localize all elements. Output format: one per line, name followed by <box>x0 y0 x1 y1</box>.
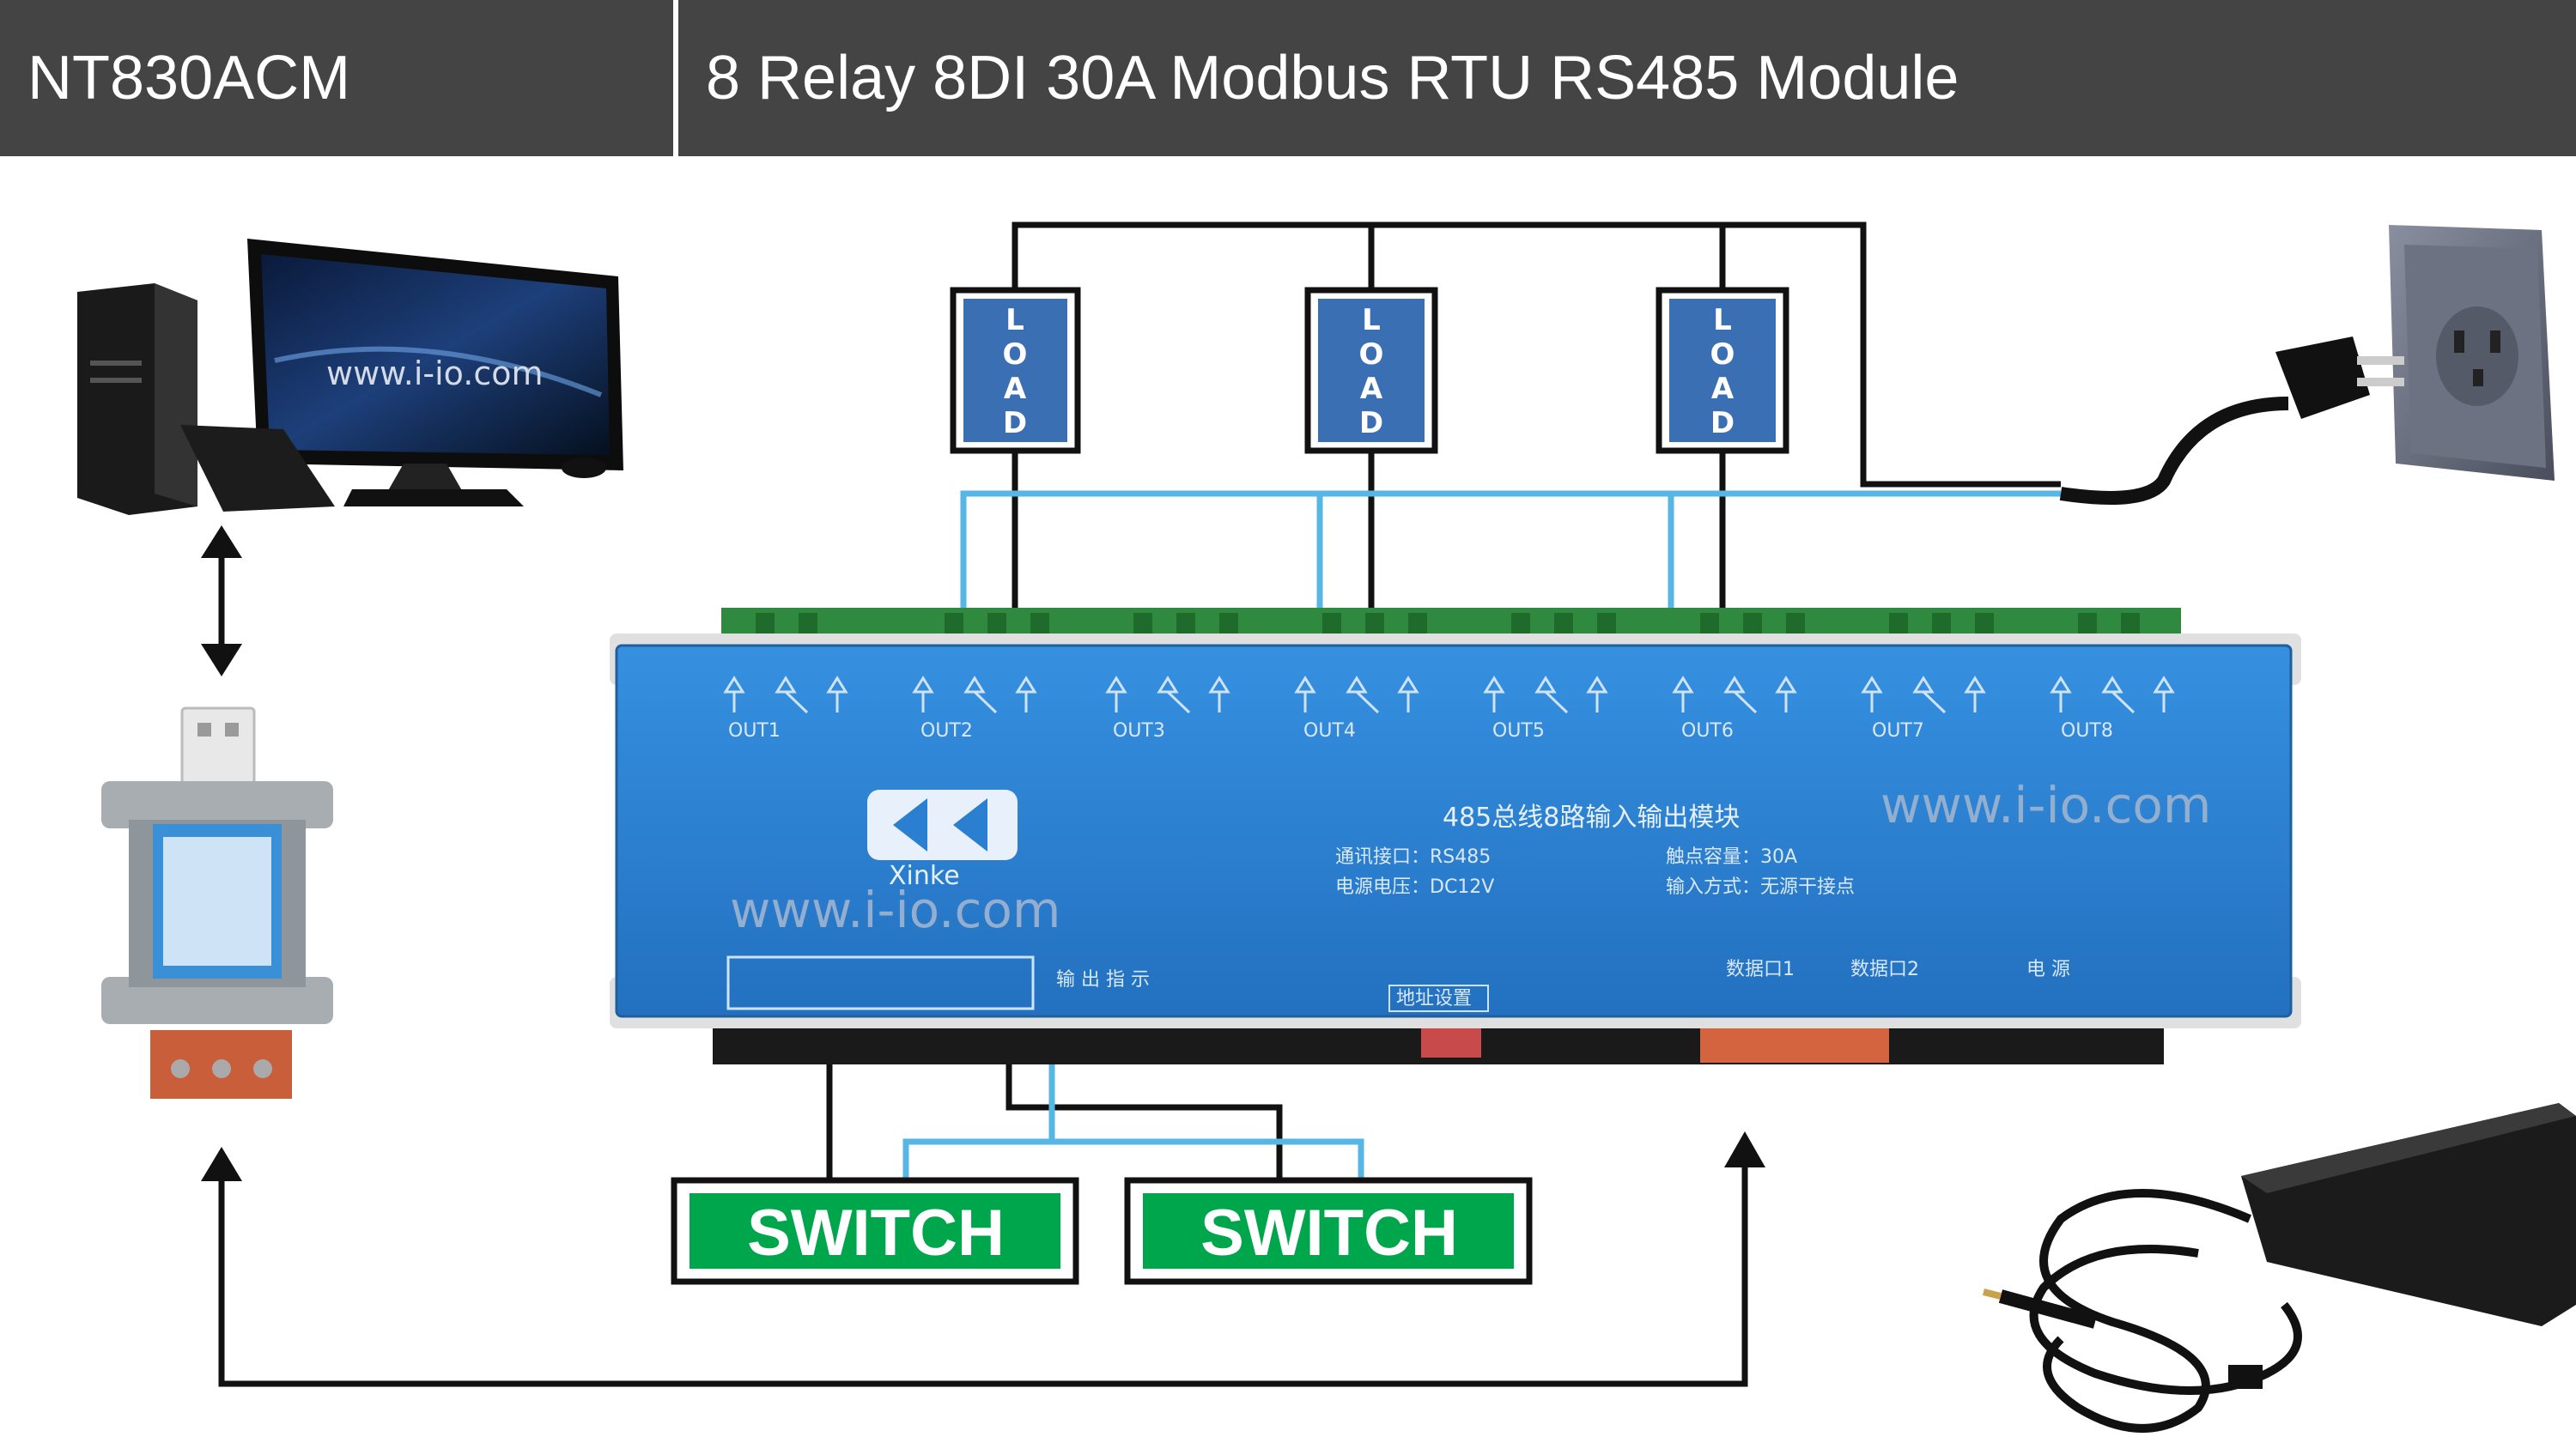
model-number: NT830ACM <box>0 0 678 156</box>
load-power-wiring <box>960 221 2061 631</box>
relay-symbol-out4 <box>1294 676 1419 714</box>
brand-name: Xinke <box>889 861 960 891</box>
load-letter: A <box>1711 372 1735 406</box>
load-letter: L <box>1713 303 1732 337</box>
load-letter: L <box>1005 303 1024 337</box>
load-letter: O <box>1003 337 1028 372</box>
output-label: OUT1 <box>728 720 781 742</box>
output-label: OUT8 <box>2061 720 2113 742</box>
load-box: L O A D <box>1656 287 1789 454</box>
switch-label: SWITCH <box>747 1197 1005 1270</box>
relay-symbol-out8 <box>2050 676 2175 714</box>
wall-outlet-icon <box>2389 225 2555 481</box>
output-label: OUT3 <box>1113 720 1165 742</box>
pc-keyboard <box>180 425 335 512</box>
switch-label: SWITCH <box>1200 1197 1458 1270</box>
pc-mouse <box>562 458 606 478</box>
load-box: L O A D <box>1304 287 1438 454</box>
load-letter: D <box>1710 406 1735 440</box>
rs485-bus-line <box>201 1131 1765 1387</box>
relay-symbol-out6 <box>1672 676 1797 714</box>
load-letter: O <box>1359 337 1384 372</box>
spec-input: 输入方式：无源干接点 <box>1666 876 1855 898</box>
double-arrow-icon <box>201 525 242 676</box>
monitor-watermark: www.i-io.com <box>326 355 543 392</box>
relay-module: OUT1 OUT2 OUT3 OUT4 OUT5 OUT6 OUT7 OUT8 … <box>610 608 2301 1064</box>
output-label: OUT6 <box>1681 720 1734 742</box>
load-letter: A <box>1004 372 1027 406</box>
load-letter: A <box>1360 372 1383 406</box>
data-port1-label: 数据口1 <box>1726 959 1795 980</box>
spec-power: 电源电压：DC12V <box>1335 876 1494 898</box>
product-title: 8 Relay 8DI 30A Modbus RTU RS485 Module <box>706 44 1959 112</box>
module-title-cn: 485总线8路输入输出模块 <box>1443 803 1740 833</box>
data-port2-label: 数据口2 <box>1850 959 1919 980</box>
switch-wiring <box>826 1064 1364 1183</box>
load-box: L O A D <box>950 287 1081 454</box>
module-watermark-right: www.i-io.com <box>1880 776 2211 834</box>
power-adapter-icon <box>1983 1103 2576 1433</box>
relay-symbol-out2 <box>912 676 1037 714</box>
power-label: 电 源 <box>2026 959 2070 980</box>
usb-rs485-adapter <box>101 706 333 1099</box>
relay-symbol-out5 <box>1483 676 1608 714</box>
module-watermark-left: www.i-io.com <box>730 881 1060 939</box>
relay-symbol-out3 <box>1105 676 1230 714</box>
spec-comm: 通讯接口：RS485 <box>1335 846 1491 868</box>
computer-icon: www.i-io.com <box>77 239 623 515</box>
output-indicator-leds <box>726 955 1035 1010</box>
header-bar: NT830ACM 8 Relay 8DI 30A Modbus RTU RS48… <box>0 0 2576 156</box>
relay-symbol-out1 <box>723 676 848 714</box>
wiring-diagram: www.i-io.com <box>77 221 2576 1433</box>
load-letter: D <box>1359 406 1383 440</box>
address-label: 地址设置 <box>1396 988 1472 1009</box>
switch-box: SWITCH <box>671 1177 1079 1285</box>
indicator-label: 输 出 指 示 <box>1056 969 1150 991</box>
switch-box: SWITCH <box>1124 1177 1533 1285</box>
load-letter: L <box>1362 303 1381 337</box>
output-label: OUT2 <box>920 720 973 742</box>
output-label: OUT4 <box>1303 720 1356 742</box>
spec-contact: 触点容量：30A <box>1666 846 1797 868</box>
load-letter: D <box>1003 406 1027 440</box>
output-label: OUT7 <box>1872 720 1924 742</box>
output-label: OUT5 <box>1492 720 1545 742</box>
load-letter: O <box>1710 337 1735 372</box>
power-plug-icon <box>2059 336 2404 505</box>
xinke-logo-icon: Xinke <box>867 790 1018 891</box>
relay-symbol-out7 <box>1861 676 1986 714</box>
